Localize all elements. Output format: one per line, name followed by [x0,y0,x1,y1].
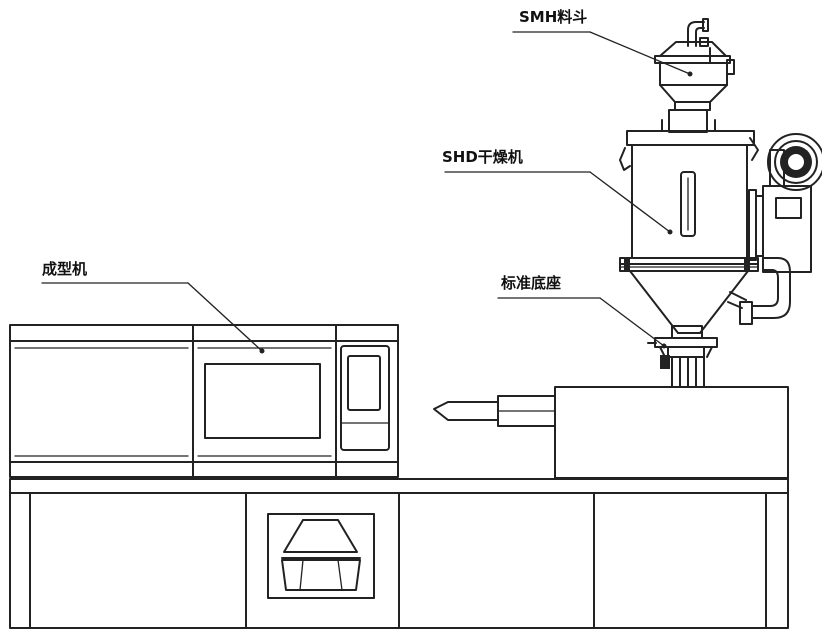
hopper [654,18,735,111]
molder-window [204,363,321,439]
dryer [619,109,822,339]
molding-machine [9,324,789,629]
standard-base [647,337,718,388]
molding-machine-label: 成型机 [42,260,88,278]
hopper-label: SMH料斗 [519,8,588,26]
control-screen [347,355,381,411]
dryer-label: SHD干燥机 [442,148,523,166]
base-label: 标准底座 [501,274,562,292]
leader-lines [41,31,693,354]
